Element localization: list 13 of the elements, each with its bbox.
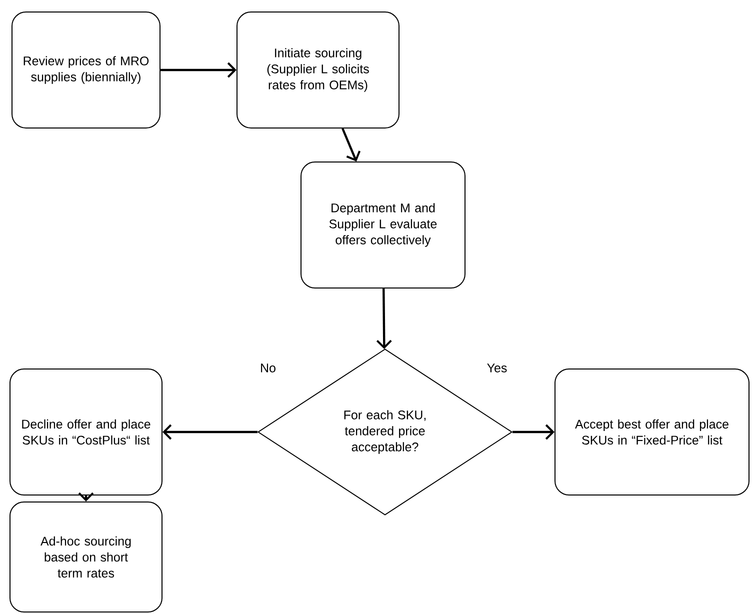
- arrow: [512, 424, 554, 440]
- process-box: Review prices of MRO supplies (biennially): [12, 12, 160, 128]
- edge-label: Yes: [486, 362, 508, 374]
- arrow: [162, 424, 258, 440]
- process-box: Accept best offer and place SKUs in “Fixed-Price” list: [554, 368, 750, 496]
- process-box: Decline offer and place SKUs in “CostPlus“ list: [10, 368, 162, 496]
- arrow: [342, 128, 361, 162]
- arrow: [376, 288, 392, 350]
- process-box: Initiate sourcing (Supplier L solicits rates from OEMs): [236, 12, 400, 128]
- process-box: Department M and Supplier L evaluate offers collectively: [300, 162, 466, 288]
- process-box: Ad-hoc sourcing based on short term rates: [10, 502, 162, 612]
- edge-label: No: [259, 362, 277, 374]
- arrow: [160, 62, 236, 78]
